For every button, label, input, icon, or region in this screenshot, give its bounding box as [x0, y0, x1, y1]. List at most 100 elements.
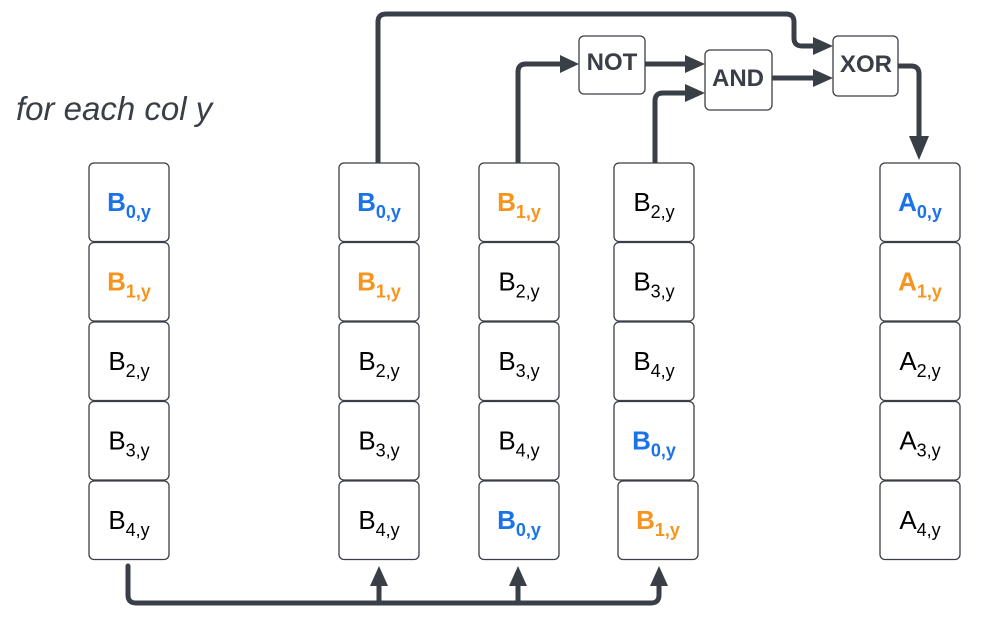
cell-label: B2,y	[498, 266, 539, 301]
cell-label-subscript: 2,y	[126, 361, 150, 381]
cell-box	[879, 162, 961, 243]
b2-to-and-wire	[652, 90, 691, 165]
arrowhead-output	[909, 136, 929, 160]
cell-label: B2,y	[108, 346, 149, 381]
cell-box	[613, 162, 695, 243]
cell-label-base: B	[358, 346, 375, 376]
cell-box	[88, 480, 170, 561]
col-output: A0,yA1,yA2,yA3,yA4,y	[879, 162, 961, 561]
cell-label-subscript: 2,y	[376, 361, 400, 381]
lane-cell: A2,y	[879, 321, 961, 402]
arrowhead-col0	[370, 566, 388, 586]
lane-cell: B2,y	[613, 162, 695, 243]
cell-label-subscript: 0,y	[516, 520, 541, 540]
cell-label-subscript: 3,y	[516, 361, 540, 381]
lane-cell: B1,y	[338, 241, 420, 322]
cell-label: B3,y	[633, 266, 674, 301]
lane-cell: B0,y	[88, 162, 170, 243]
cell-label-base: B	[636, 505, 655, 535]
cell-label: B2,y	[633, 187, 674, 222]
cell-label-subscript: 4,y	[651, 361, 675, 381]
cell-label-base: B	[108, 425, 125, 455]
lane-cell: A0,y	[879, 162, 961, 243]
cell-label: B2,y	[358, 346, 399, 381]
cell-label: B4,y	[108, 505, 149, 540]
cell-box	[338, 480, 420, 561]
cell-label-subscript: 4,y	[516, 440, 540, 460]
lane-cell: B4,y	[613, 321, 695, 402]
arrowhead-col2	[650, 566, 668, 586]
cell-label-base: A	[898, 266, 917, 296]
cell-label: B1,y	[497, 187, 541, 222]
arrowheads	[370, 37, 929, 586]
col-shift-1: B1,yB2,yB3,yB4,yB0,y	[478, 162, 560, 561]
cell-box	[478, 162, 560, 243]
rotate-wire	[125, 563, 662, 606]
cell-box	[88, 400, 170, 481]
cell-label-subscript: 1,y	[917, 281, 942, 301]
xor-gate: XOR	[832, 35, 899, 97]
gates: NOT AND XOR	[578, 35, 899, 111]
cell-box	[88, 241, 170, 322]
cell-label-subscript: 4,y	[917, 520, 941, 540]
b1-to-not-wire	[515, 61, 565, 165]
cell-label-subscript: 0,y	[651, 440, 676, 460]
cell-label-base: B	[497, 187, 516, 217]
cell-box	[478, 480, 560, 561]
lane-cell: A4,y	[879, 480, 961, 561]
cell-label-subscript: 2,y	[917, 361, 941, 381]
lane-cell: B1,y	[617, 480, 699, 561]
cell-label-subscript: 0,y	[126, 202, 151, 222]
lane-cell: B2,y	[478, 241, 560, 322]
cell-label: B4,y	[633, 346, 674, 381]
lane-cell: B2,y	[88, 321, 170, 402]
cell-label: B4,y	[358, 505, 399, 540]
lane-cell: B0,y	[338, 162, 420, 243]
cell-label-subscript: 3,y	[126, 440, 150, 460]
cell-label: B1,y	[636, 505, 680, 540]
cell-label-base: B	[633, 187, 650, 217]
arrowhead-col1	[509, 566, 527, 586]
cell-label-subscript: 4,y	[126, 520, 150, 540]
arrowhead-and-top	[685, 55, 705, 73]
cell-label: A0,y	[898, 187, 942, 222]
not-gate-label: NOT	[587, 49, 638, 76]
cell-label-subscript: 2,y	[651, 202, 675, 222]
cell-label-base: A	[899, 346, 917, 376]
lane-cell: B3,y	[338, 400, 420, 481]
cell-label-base: A	[898, 187, 917, 217]
cell-label-base: B	[357, 187, 376, 217]
cell-label: B1,y	[357, 266, 401, 301]
cell-box	[879, 241, 961, 322]
cell-label-subscript: 2,y	[516, 281, 540, 301]
cell-label-base: A	[899, 505, 917, 535]
cell-label-base: B	[632, 425, 651, 455]
lane-cell: A1,y	[879, 241, 961, 322]
cell-label-subscript: 1,y	[655, 520, 680, 540]
cell-label-base: B	[358, 425, 375, 455]
cell-label-base: B	[633, 266, 650, 296]
col-shift-2: B2,yB3,yB4,yB0,yB1,y	[613, 162, 699, 561]
cell-label-base: B	[497, 505, 516, 535]
cell-label-subscript: 3,y	[376, 440, 400, 460]
lane-cell: B2,y	[338, 321, 420, 402]
lane-columns: B0,yB1,yB2,yB3,yB4,yB0,yB1,yB2,yB3,yB4,y…	[88, 162, 961, 561]
cell-box	[338, 400, 420, 481]
cell-label-base: B	[357, 266, 376, 296]
cell-label-base: B	[108, 346, 125, 376]
cell-box	[613, 400, 695, 481]
not-gate: NOT	[578, 35, 646, 95]
col-input: B0,yB1,yB2,yB3,yB4,y	[88, 162, 170, 561]
cell-box	[338, 321, 420, 402]
cell-label-base: B	[498, 266, 515, 296]
xor-to-output-wire	[895, 63, 922, 141]
cell-label-subscript: 4,y	[376, 520, 400, 540]
cell-label-base: B	[107, 266, 126, 296]
lane-cell: B3,y	[478, 321, 560, 402]
cell-label: B3,y	[498, 346, 539, 381]
xor-gate-label: XOR	[840, 51, 892, 78]
cell-box	[88, 162, 170, 243]
arrowhead-xor-bottom	[813, 69, 833, 87]
lane-cell: B4,y	[478, 400, 560, 481]
lane-cell: B3,y	[88, 400, 170, 481]
